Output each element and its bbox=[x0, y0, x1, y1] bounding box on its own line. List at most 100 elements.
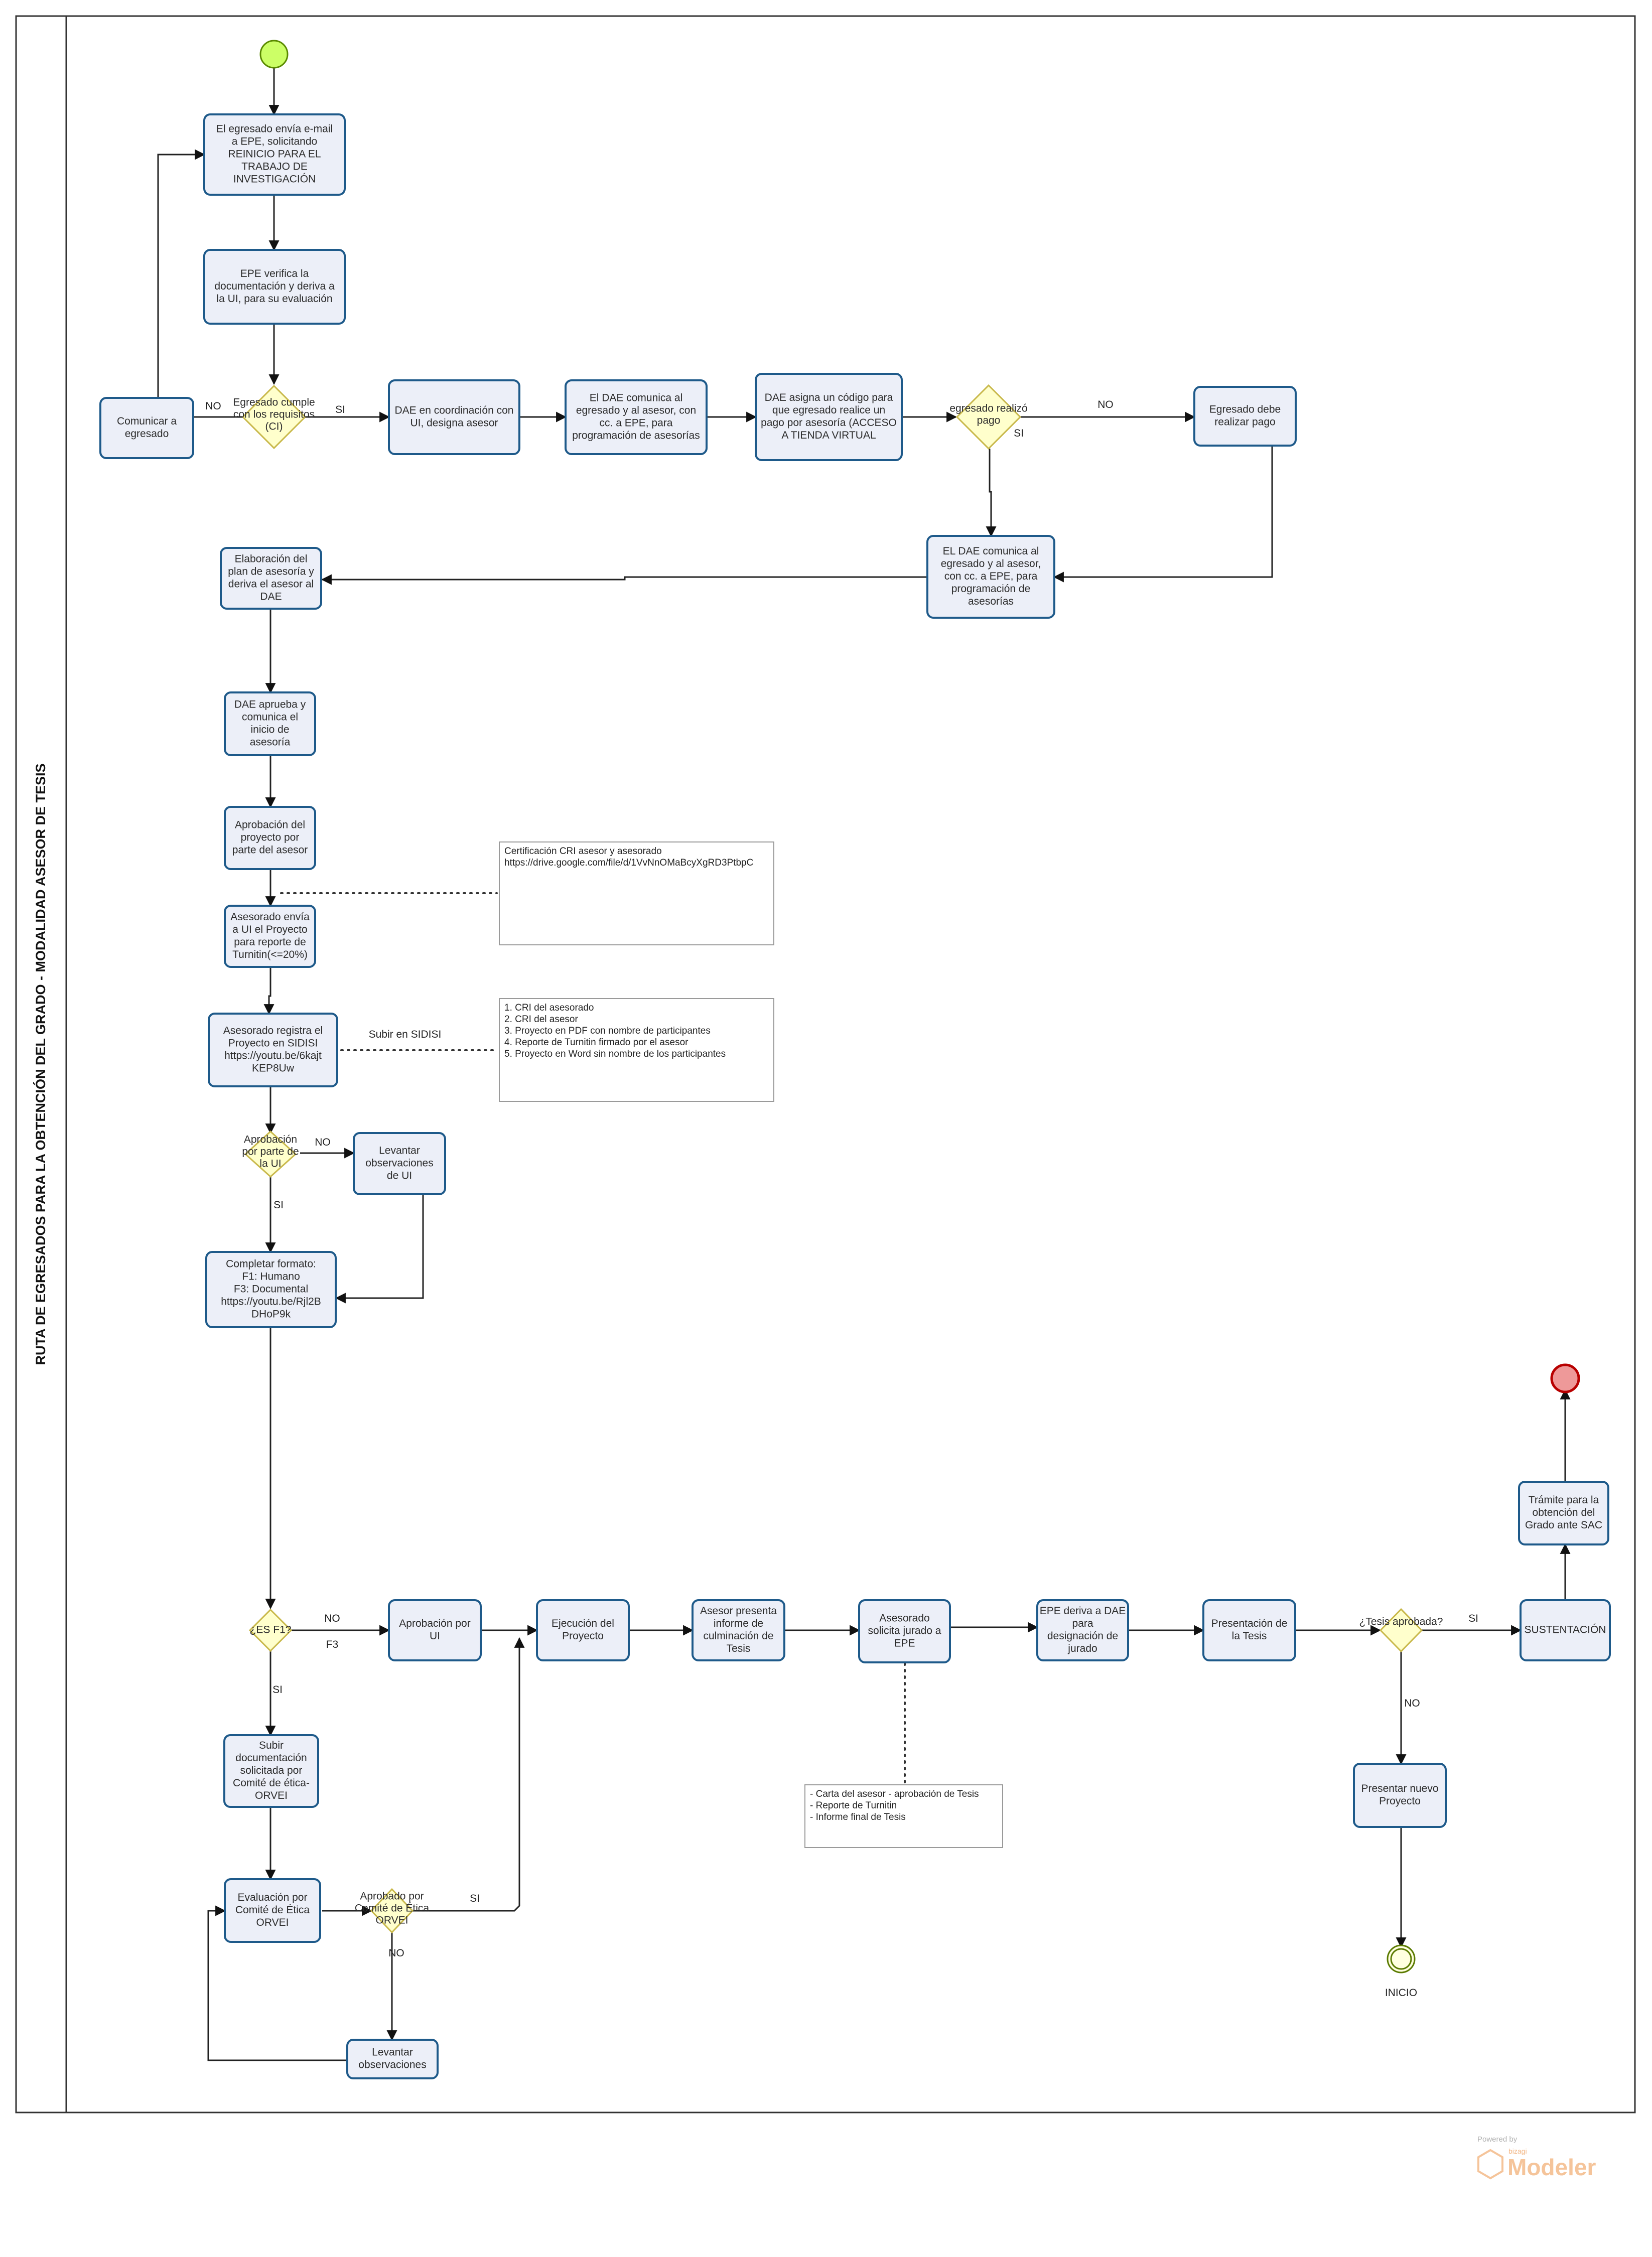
task-label-line: Elaboración del bbox=[235, 553, 308, 565]
label-inicio: INICIO bbox=[1385, 1987, 1417, 1999]
task-label-line: Ejecución del bbox=[552, 1618, 614, 1629]
task-box bbox=[223, 1734, 319, 1808]
gateway-label-line: ¿Tesis aprobada? bbox=[1359, 1616, 1443, 1628]
flow-labels: NO SI NO SI Subir en SIDISI NO SI NO F3 … bbox=[205, 399, 1478, 1999]
task-label-line: asesorías bbox=[968, 596, 1014, 607]
gateway-tesis[interactable]: ¿Tesis aprobada? bbox=[1359, 1608, 1443, 1653]
label-no-requisitos: NO bbox=[205, 400, 221, 412]
task-label-line: ORVEI bbox=[256, 1917, 289, 1928]
task-box bbox=[353, 1132, 446, 1195]
task-box bbox=[755, 373, 903, 461]
task-label-line: Proyecto bbox=[1379, 1795, 1421, 1807]
annotation-box bbox=[804, 1784, 1003, 1848]
task-label-line: Proyecto bbox=[562, 1630, 604, 1642]
flow-gwetica-si bbox=[412, 1637, 525, 1912]
task-box bbox=[1036, 1599, 1129, 1661]
label-no-tesis: NO bbox=[1404, 1698, 1420, 1709]
end-event[interactable] bbox=[1550, 1363, 1580, 1393]
gateway-diamond bbox=[370, 1888, 414, 1934]
task-box bbox=[1518, 1481, 1609, 1545]
annotation-line: 1. CRI del asesorado bbox=[504, 1003, 594, 1013]
annotation-line: Certificación CRI asesor y asesorado bbox=[504, 846, 662, 857]
task-label-line: informe de bbox=[714, 1618, 763, 1629]
gateway-diamond bbox=[955, 384, 1022, 450]
label-no-ui: NO bbox=[315, 1137, 331, 1148]
task-label-line: Comunicar a bbox=[117, 415, 177, 427]
task-label-line: solicita jurado a bbox=[868, 1625, 941, 1637]
task-box bbox=[203, 113, 346, 196]
task-box bbox=[205, 1251, 337, 1328]
start-event[interactable] bbox=[259, 40, 289, 69]
flow-levantar-back bbox=[207, 1905, 347, 2061]
task-label-line: F1: Humano bbox=[242, 1271, 300, 1283]
flow-turnitin-to-sidisi bbox=[263, 967, 274, 1015]
intermediate-event-inner bbox=[1390, 1948, 1412, 1970]
flow-levantar-to-formato bbox=[335, 1194, 424, 1304]
task-box bbox=[388, 1599, 482, 1661]
label-f3: F3 bbox=[326, 1639, 339, 1650]
task-label-line: a UI el Proyecto bbox=[232, 924, 307, 935]
task-box bbox=[208, 1013, 338, 1087]
task-label-line: observaciones bbox=[358, 2059, 426, 2071]
task-label-line: la UI, para su evaluación bbox=[216, 293, 332, 305]
task-label-line: programación de bbox=[951, 583, 1031, 595]
gateway-f1[interactable]: ¿ES F1? bbox=[248, 1608, 293, 1652]
task-label-line: UI bbox=[430, 1630, 440, 1642]
flow-comunica2-to-plan bbox=[321, 574, 927, 585]
task-box bbox=[1520, 1599, 1611, 1661]
gateway-label-line: Comité de Ética bbox=[355, 1903, 430, 1914]
label-no-pago: NO bbox=[1097, 399, 1114, 410]
gateway-label-line: Aprobación bbox=[244, 1134, 297, 1146]
task-box bbox=[926, 535, 1055, 619]
gateway-label-line: Egresado cumple bbox=[233, 397, 315, 408]
task-box bbox=[536, 1599, 630, 1661]
task-label-line: REINICIO PARA EL bbox=[228, 149, 321, 160]
annotation-line: https://drive.google.com/file/d/1VvNnOMa… bbox=[504, 858, 753, 868]
task-box bbox=[224, 1878, 321, 1943]
task-label-line: Proyecto en SIDISI bbox=[228, 1038, 318, 1049]
task-box bbox=[346, 2039, 439, 2079]
task-label-line: EPE verifica la bbox=[240, 268, 309, 279]
task-label-line: Completar formato: bbox=[226, 1258, 316, 1270]
task-label-line: EPE bbox=[894, 1638, 915, 1649]
watermark-powered: Powered by bbox=[1477, 2135, 1518, 2144]
task-label-line: realizar pago bbox=[1214, 416, 1275, 428]
gateway-label-line: egresado realizó bbox=[949, 403, 1027, 414]
annotation-line: 4. Reporte de Turnitin firmado por el as… bbox=[504, 1037, 689, 1048]
task-box bbox=[99, 397, 194, 459]
gateway-diamond bbox=[241, 384, 307, 450]
task-label-line: Levantar bbox=[379, 1145, 420, 1157]
task-label-line: asesoría bbox=[250, 737, 291, 748]
task-sustentacion[interactable]: SUSTENTACIÓN bbox=[1520, 1599, 1611, 1661]
